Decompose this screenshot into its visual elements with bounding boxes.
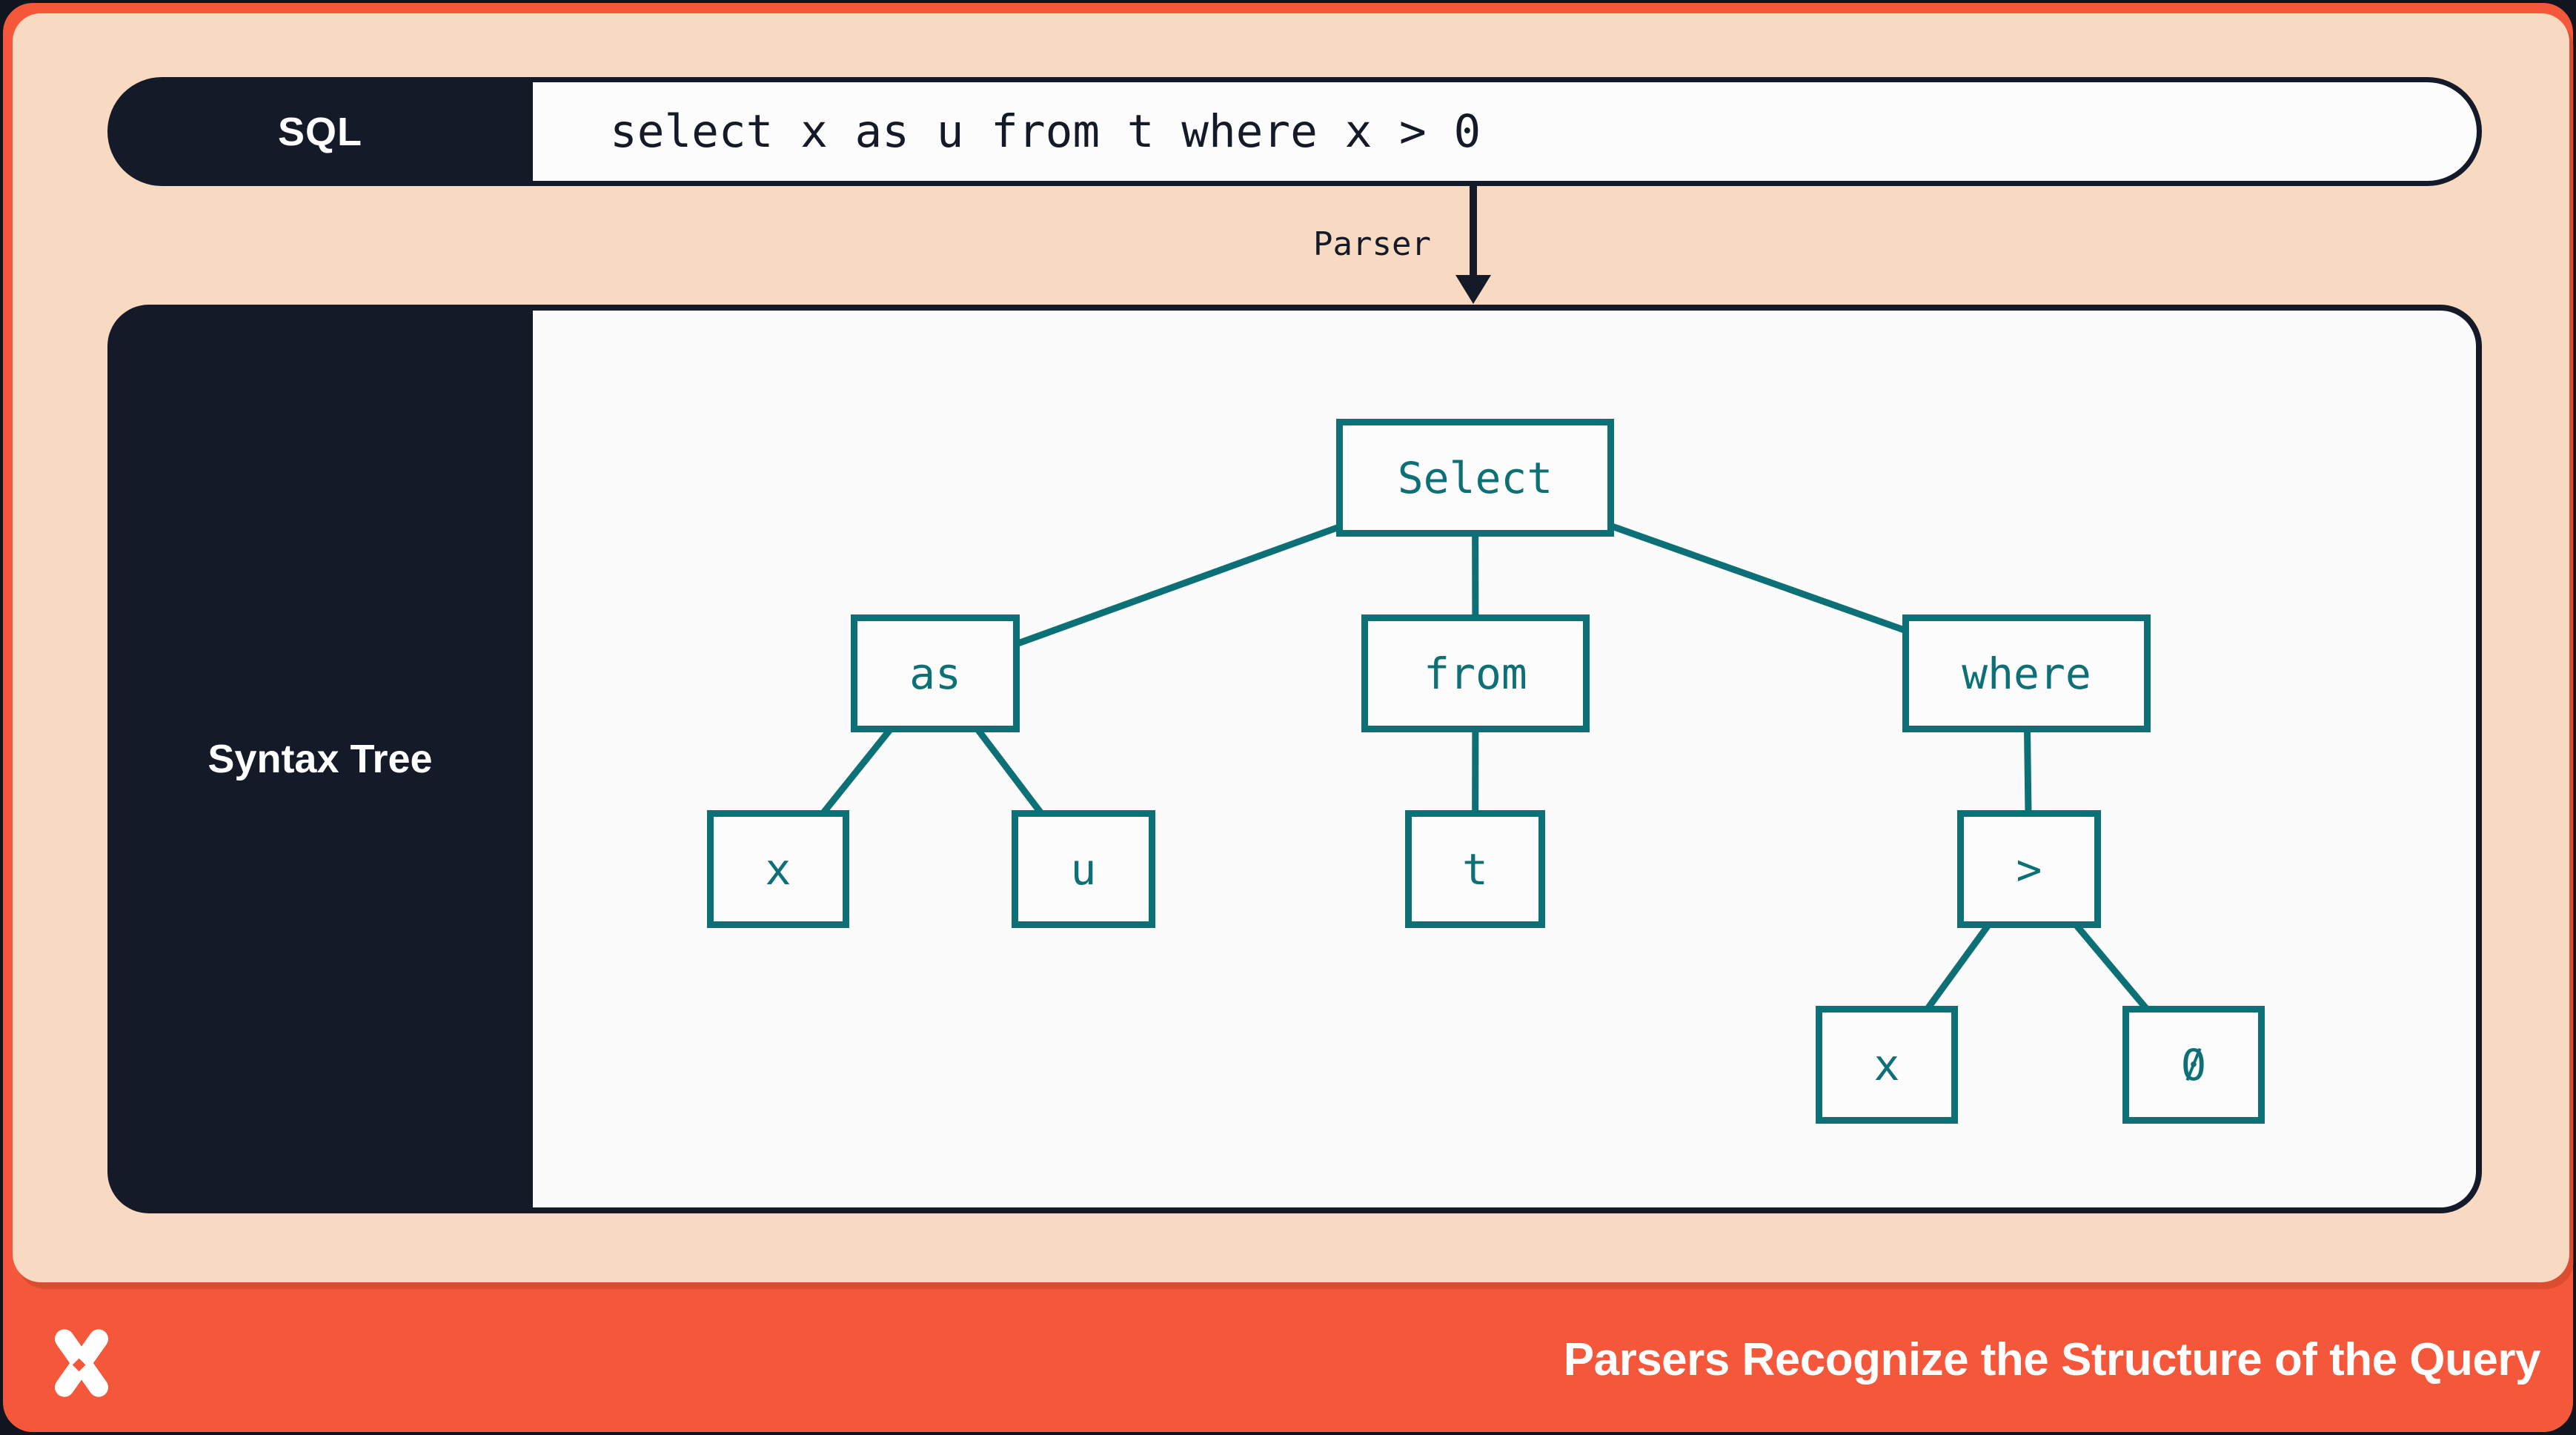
- tree-node-label: t: [1462, 844, 1488, 895]
- dlt-x-logo: [55, 1329, 108, 1397]
- sql-query-box: select x as u from t where x > 0: [533, 82, 2477, 181]
- syntax-tree-canvas: Select as from where x u t: [533, 311, 2476, 1207]
- tree-node-label: from: [1424, 648, 1527, 699]
- tree-node-x-alias-source: x: [707, 810, 849, 928]
- tree-node-label: x: [1873, 1039, 1900, 1090]
- tree-node-label: >: [2016, 844, 2042, 895]
- tree-node-u: u: [1012, 810, 1155, 928]
- tree-node-label: where: [1962, 648, 2091, 699]
- tree-node-from: from: [1361, 614, 1590, 732]
- sql-badge: SQL: [107, 77, 533, 186]
- tree-node-t: t: [1405, 810, 1545, 928]
- sql-bar: SQL select x as u from t where x > 0: [107, 77, 2482, 186]
- syntax-tree-panel-label: Syntax Tree: [208, 737, 433, 781]
- tree-node-zero: 0: [2122, 1006, 2265, 1124]
- sql-badge-label: SQL: [277, 109, 362, 154]
- tree-node-select: Select: [1336, 419, 1614, 537]
- tree-node-as: as: [851, 614, 1020, 732]
- tree-node-greater-than: >: [1957, 810, 2101, 928]
- parser-arrow-icon: [1455, 186, 1491, 304]
- syntax-tree-panel: Syntax Tree Select as from where x: [107, 305, 2482, 1213]
- sql-query-text: select x as u from t where x > 0: [610, 105, 1481, 158]
- slide-frame: SQL select x as u from t where x > 0 Par…: [3, 3, 2573, 1432]
- tree-node-x-predicate: x: [1816, 1006, 1958, 1124]
- tree-node-label: Select: [1397, 452, 1553, 503]
- parser-label: Parser: [1313, 225, 1431, 263]
- tree-node-label: 0: [2180, 1039, 2207, 1090]
- footer-caption: Parsers Recognize the Structure of the Q…: [1563, 1334, 2541, 1385]
- tree-node-label: x: [765, 844, 791, 895]
- tree-node-where: where: [1902, 614, 2151, 732]
- tree-node-label: u: [1070, 844, 1097, 895]
- tree-node-label: as: [909, 648, 961, 699]
